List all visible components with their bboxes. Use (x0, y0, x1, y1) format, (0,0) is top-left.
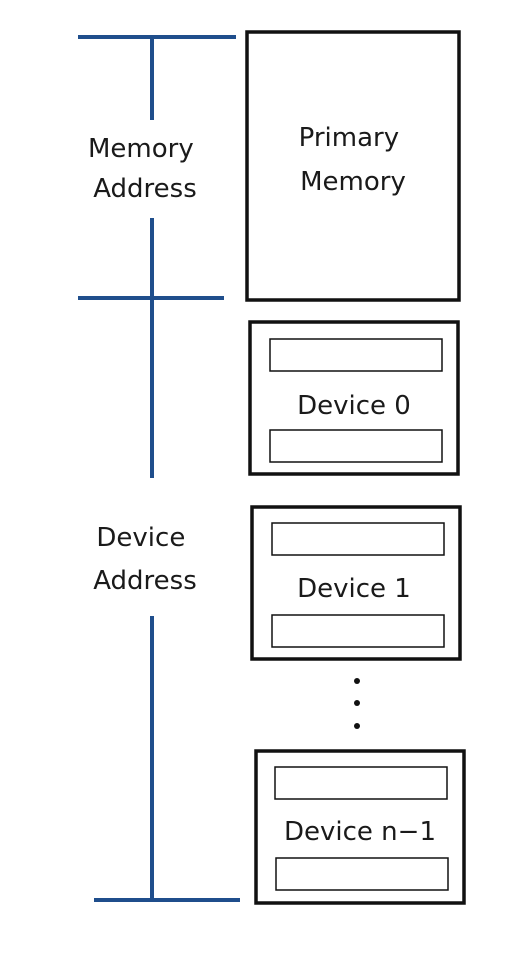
device-1-register-bottom (271, 614, 445, 648)
device-address-label-line2: Address (93, 566, 197, 596)
ellipsis-dot (354, 700, 360, 706)
device-n-1-register-top (274, 766, 448, 800)
primary-memory-block (245, 30, 461, 302)
memory-address-label: Memory Address (88, 134, 202, 204)
ellipsis-dot (354, 723, 360, 729)
primary-memory-label: Primary Memory (299, 123, 408, 197)
device-0-register-bottom (269, 429, 443, 463)
device-1-register-top (271, 522, 445, 556)
device-address-label-line1: Device (96, 523, 185, 553)
device-n-1-label: Device n−1 (284, 817, 436, 847)
primary-memory-label-line2: Memory (300, 167, 406, 197)
memory-address-label-line1: Memory (88, 134, 194, 164)
device-n-1-register-bottom (275, 857, 449, 891)
device-block: Device n−1 (254, 749, 466, 905)
memory-address-label-line2: Address (93, 174, 197, 204)
device-address-label: Device Address (93, 523, 197, 596)
device-block: Device 0 (248, 320, 460, 476)
primary-memory-label-line1: Primary (299, 123, 399, 153)
device-1-label: Device 1 (297, 574, 411, 604)
device-0-register-top (269, 338, 443, 372)
device-block: Device 1 (250, 505, 462, 661)
ellipsis-dot (354, 678, 360, 684)
device-0-label: Device 0 (297, 391, 411, 421)
